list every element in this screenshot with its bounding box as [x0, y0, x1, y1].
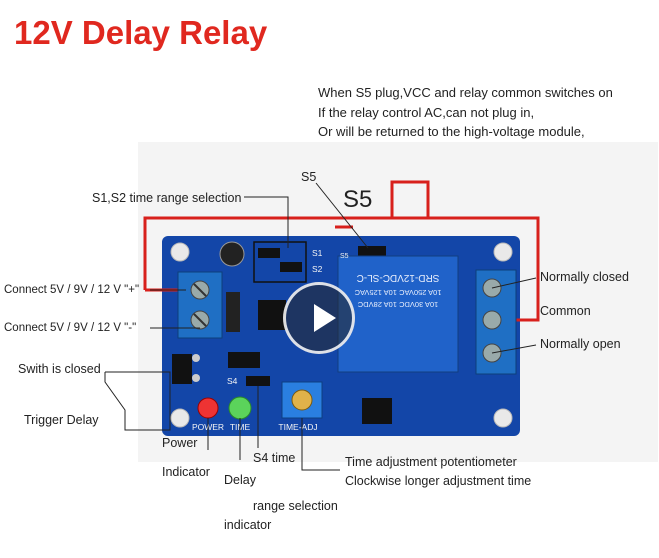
pot-screw	[291, 389, 313, 411]
power-led	[197, 397, 219, 419]
ic-chip	[258, 300, 286, 330]
relay-text-3: 10A 30VDC 10A 28VDC	[357, 300, 438, 309]
label-s4-time: S4 time	[253, 451, 296, 465]
transistor	[362, 398, 392, 424]
screw	[482, 310, 502, 330]
silk-s5: S5	[340, 253, 349, 260]
mount-hole	[170, 408, 190, 428]
capacitor	[219, 241, 245, 267]
label-time-adj-1: Time adjustment potentiometer	[345, 455, 517, 469]
mount-hole	[493, 242, 513, 262]
label-normally-closed: Normally closed	[540, 270, 629, 284]
label-switch-closed: Swith is closed	[18, 362, 101, 376]
label-s5-small: S5	[301, 170, 317, 184]
silk-s1: S1	[312, 248, 323, 258]
label-common: Common	[540, 304, 591, 318]
label-connect-minus: Connect 5V / 9V / 12 V "-"	[4, 322, 137, 334]
jumper-s2	[280, 262, 302, 272]
label-time-adj-2: Clockwise longer adjustment time	[345, 474, 532, 488]
trigger-header	[172, 354, 192, 384]
label-s1s2: S1,S2 time range selection	[92, 191, 242, 205]
label-trigger-delay: Trigger Delay	[24, 413, 99, 427]
label-s5-big: S5	[343, 186, 373, 213]
leader-lines	[104, 182, 537, 471]
play-icon[interactable]	[283, 282, 355, 354]
label-connect-plus: Connect 5V / 9V / 12 V "+"	[4, 284, 140, 296]
label-indicator: Indicator	[162, 465, 210, 479]
jumper-s4	[246, 376, 270, 386]
silk-s4: S4	[227, 376, 238, 386]
label-power: Power	[162, 436, 198, 450]
label-delay: Delay	[224, 473, 256, 487]
silk-timeadj: TIME-ADJ	[278, 422, 317, 432]
header	[228, 352, 260, 368]
page-title: 12V Delay Relay	[14, 14, 268, 51]
mount-hole	[170, 242, 190, 262]
relay-text-1: SRD-12VDC-SL-C	[357, 272, 440, 283]
relay-body	[337, 255, 459, 373]
header	[226, 292, 240, 332]
time-led	[228, 396, 252, 420]
label-indicator-2: indicator	[224, 518, 272, 532]
relay-text-2: 10A 250VAC 10A 125VAC	[354, 288, 441, 297]
mount-hole	[493, 408, 513, 428]
jumper-s1	[258, 248, 280, 258]
label-range-selection: range selection	[253, 499, 338, 513]
label-normally-open: Normally open	[540, 337, 621, 351]
silk-s2: S2	[312, 264, 323, 274]
